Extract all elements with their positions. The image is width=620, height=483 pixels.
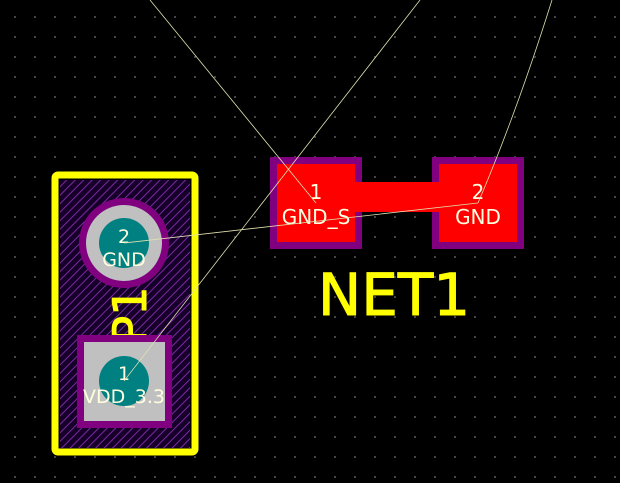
p1-pad-1-number: 1 bbox=[118, 363, 130, 385]
p1-reference-text[interactable]: P1 bbox=[103, 286, 158, 344]
net1-pad-2-net: GND bbox=[455, 205, 501, 229]
net1-pad-2-number: 2 bbox=[472, 180, 485, 204]
ratsnest-line bbox=[123, 0, 421, 382]
p1-pad-2-number: 2 bbox=[118, 226, 130, 248]
p1-silkscreen-outline bbox=[51, 171, 199, 456]
net1-bridge-copper bbox=[355, 182, 439, 212]
p1-pad-2-net: GND bbox=[102, 249, 146, 271]
net1-value-text[interactable]: NET1 bbox=[317, 261, 470, 330]
net1-pad-1-number: 1 bbox=[310, 180, 323, 204]
p1-pad-1[interactable]: 1 VDD_3.3 bbox=[77, 335, 172, 428]
footprint-p1[interactable]: P1 2 GND 1 VDD_3.3 bbox=[51, 171, 199, 456]
ratsnest bbox=[123, 0, 553, 382]
ratsnest-line bbox=[123, 202, 479, 244]
ratsnest-line bbox=[477, 0, 553, 204]
p1-pad-1-net: VDD_3.3 bbox=[83, 386, 165, 408]
net1-pad-1-net: GND_S bbox=[282, 205, 351, 229]
footprint-net1[interactable]: 1 GND_S 2 GND NET1 bbox=[270, 157, 524, 330]
